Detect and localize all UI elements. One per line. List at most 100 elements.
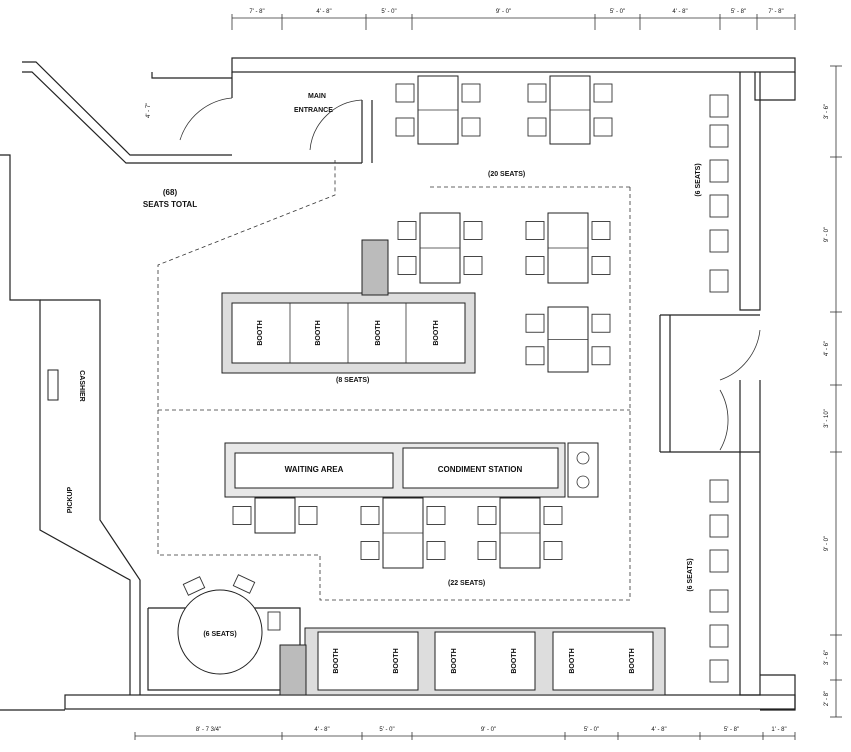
chair — [395, 117, 415, 137]
chair — [709, 124, 729, 148]
booth-label: BOOTH — [629, 648, 636, 673]
dimension-label: 9' - 0" — [824, 536, 830, 551]
dimension-label: 4' - 8" — [651, 727, 666, 733]
chair — [477, 506, 497, 525]
booths-center: BOOTH BOOTH BOOTH BOOTH — [221, 292, 476, 374]
chair — [709, 659, 729, 683]
dimension-label: 4' - 8" — [314, 727, 329, 733]
label-22-seats: (22 SEATS) — [448, 580, 485, 587]
dimension-label: 7' - 8" — [768, 9, 783, 15]
chair — [395, 83, 415, 103]
tables — [232, 75, 729, 683]
round-table — [177, 574, 281, 675]
dimension-label: 3' - 10" — [824, 409, 830, 428]
booths-bottom: BOOTH BOOTH BOOTH BOOTH BOOTH BOOTH — [304, 627, 666, 696]
seats-total-label: SEATS TOTAL — [143, 200, 197, 209]
chair — [397, 256, 417, 275]
dimension-label: 4' - 6" — [824, 341, 830, 356]
label-right-top-6-seats: (6 SEATS) — [695, 163, 702, 196]
dimension-label: 5' - 0" — [379, 727, 394, 733]
pickup-label: PICKUP — [67, 486, 74, 513]
chair — [461, 83, 481, 103]
chair — [232, 506, 252, 525]
chair — [593, 117, 613, 137]
dimension-label: 9' - 0" — [496, 9, 511, 15]
dimension-label: 9' - 0" — [824, 227, 830, 242]
chair — [461, 117, 481, 137]
chair — [591, 256, 611, 275]
chair — [527, 117, 547, 137]
main-entrance-label-2: ENTRANCE — [294, 107, 333, 114]
dimension-label: 9' - 0" — [481, 727, 496, 733]
dimension-label: 5' - 0" — [610, 9, 625, 15]
chair — [709, 589, 729, 613]
chair — [525, 313, 545, 333]
label-8-seats: (8 SEATS) — [336, 377, 369, 384]
chair — [298, 506, 318, 525]
chair — [426, 506, 446, 525]
dimension-label: 5' - 0" — [584, 727, 599, 733]
main-entrance-label-1: MAIN — [308, 93, 326, 100]
dimension-label: 5' - 8" — [724, 727, 739, 733]
condiment-station-label: CONDIMENT STATION — [438, 465, 523, 474]
booth-label: BOOTH — [433, 320, 440, 345]
dimension-label: 1' - 8" — [771, 727, 786, 733]
dimension-entrance: 4' - 7" — [146, 103, 152, 118]
chair — [709, 269, 729, 293]
dimension-label: 4' - 8" — [672, 9, 687, 15]
booth-label: BOOTH — [569, 648, 576, 673]
dimension-label: 8' - 7 3/4" — [196, 727, 221, 733]
chair — [426, 541, 446, 560]
cashier-label: CASHIER — [78, 370, 85, 402]
chair — [591, 313, 611, 333]
dimension-label: 3' - 6" — [824, 650, 830, 665]
chair — [525, 256, 545, 275]
chair — [709, 624, 729, 648]
booth-label: BOOTH — [257, 320, 264, 345]
chair — [360, 541, 380, 560]
dimension-label: 3' - 6" — [824, 104, 830, 119]
counter — [224, 442, 599, 498]
cashier — [47, 369, 59, 401]
chair — [593, 83, 613, 103]
dimension-lines: 7' - 8" 4' - 8" 5' - 0" 9' - 0" 5' - 0" 4' - … — [134, 9, 842, 740]
booth-label: BOOTH — [393, 648, 400, 673]
booth-label: BOOTH — [333, 648, 340, 673]
dimension-label: 7' - 8" — [249, 9, 264, 15]
label-round-6-seats: (6 SEATS) — [203, 631, 236, 638]
chair — [709, 549, 729, 573]
chair — [477, 541, 497, 560]
chair — [525, 221, 545, 240]
chair — [591, 346, 611, 366]
chair — [543, 541, 563, 560]
chair — [709, 514, 729, 538]
booth-label: BOOTH — [315, 320, 322, 345]
booth-label: BOOTH — [451, 648, 458, 673]
seats-total-count: (68) — [163, 188, 178, 197]
chair — [543, 506, 563, 525]
chair — [463, 221, 483, 240]
label-20-seats: (20 SEATS) — [488, 171, 525, 178]
chair — [527, 83, 547, 103]
label-right-bottom-6-seats: (6 SEATS) — [687, 558, 694, 591]
waiting-area-label: WAITING AREA — [285, 465, 344, 474]
chair — [709, 229, 729, 253]
table — [254, 497, 296, 534]
chair — [397, 221, 417, 240]
chair — [463, 256, 483, 275]
chair — [709, 94, 729, 118]
chair — [709, 479, 729, 503]
chair — [709, 159, 729, 183]
chair — [525, 346, 545, 366]
dimension-label: 5' - 0" — [381, 9, 396, 15]
circulation-paths — [157, 160, 631, 601]
dimension-label: 5' - 8" — [731, 9, 746, 15]
planters — [279, 239, 389, 696]
walls — [0, 57, 796, 711]
chair — [709, 194, 729, 218]
booth-label: BOOTH — [375, 320, 382, 345]
dimension-label: 4' - 8" — [316, 9, 331, 15]
chair — [360, 506, 380, 525]
booth-label: BOOTH — [511, 648, 518, 673]
